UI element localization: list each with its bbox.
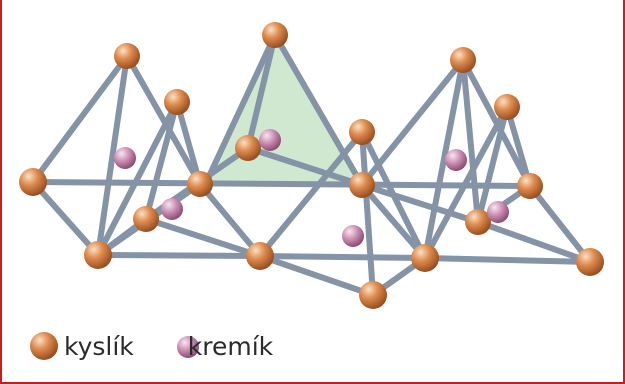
legend: kyslík kremík [26,326,293,366]
legend-item-oxygen: kyslík [26,332,134,361]
oxygen-atom [246,242,274,270]
oxygen-atom [187,171,213,197]
legend-label-silicon: kremík [187,331,274,361]
legend-oxygen-swatch [30,332,58,360]
oxygen-atom [465,209,491,235]
oxygen-atom [494,94,520,120]
oxygen-atom [114,43,140,69]
oxygen-atom [19,168,47,196]
silicon-atom [161,198,183,220]
oxygen-atom [84,241,112,269]
silicon-atom [259,129,281,151]
oxygen-atom [262,22,288,48]
oxygen-atom [164,89,190,115]
oxygen-atom [349,172,375,198]
silicon-atom [487,201,509,223]
legend-label-oxygen: kyslík [64,331,134,361]
silicon-atoms [114,129,509,247]
silicon-atom [445,149,467,171]
oxygen-atoms [19,22,604,309]
legend-silicon-swatch [177,336,199,358]
oxygen-atom [235,135,261,161]
oxygen-atom [411,244,439,272]
silicon-atom [342,225,364,247]
legend-item-silicon: kremík [162,332,273,361]
silicon-atom [114,147,136,169]
oxygen-atom [349,119,375,145]
oxygen-atom [450,47,476,73]
oxygen-atom [133,206,159,232]
oxygen-atom [576,248,604,276]
oxygen-atom [359,281,387,309]
oxygen-atom [517,173,543,199]
